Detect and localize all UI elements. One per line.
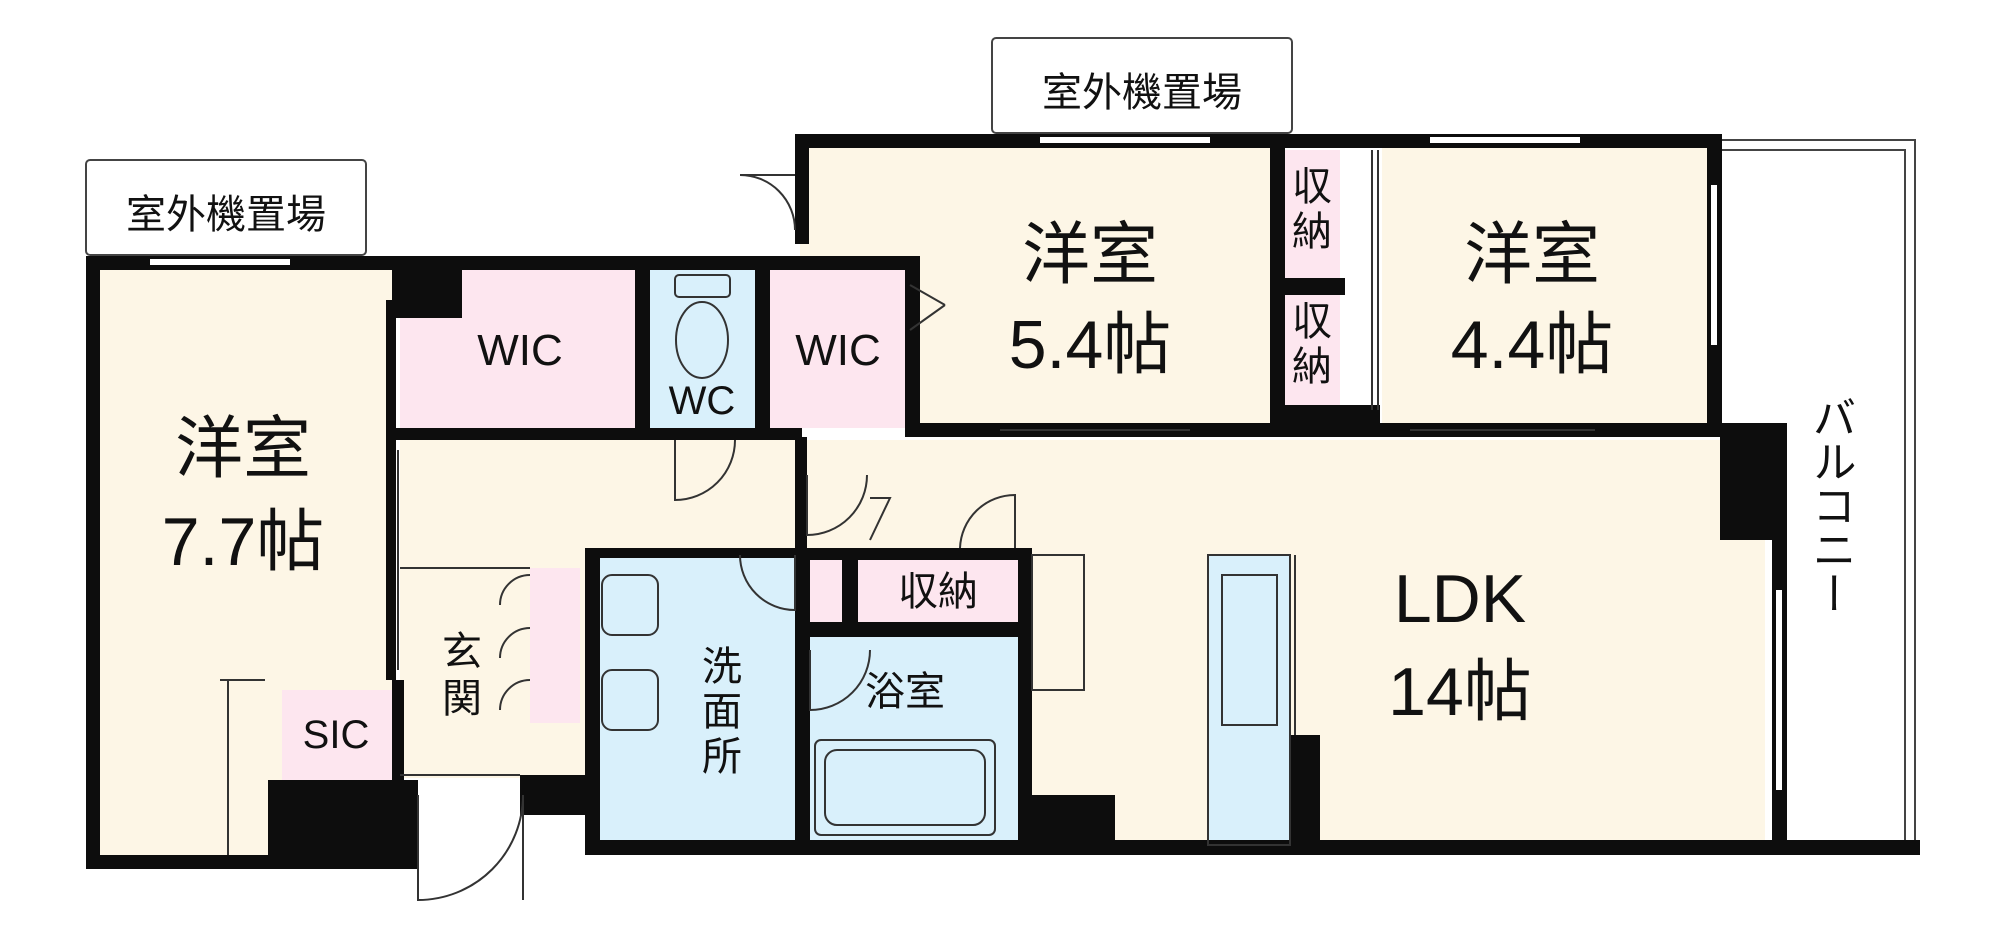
outdoor-unit-top-box	[991, 37, 1293, 134]
wall-west-left	[86, 256, 100, 868]
balcony-label: バルコニー	[1806, 395, 1855, 615]
room-center-name: 洋室	[1022, 217, 1158, 293]
wall-bath-right	[1018, 548, 1032, 848]
sic-label: SIC	[303, 713, 370, 757]
shoe-cabinet-fill	[530, 568, 580, 723]
entrance-label-1: 玄	[442, 630, 482, 674]
bathtub-outer	[814, 739, 996, 836]
door-swing-ldk	[869, 497, 892, 541]
wall-wic-wc	[635, 256, 650, 431]
wall-kitchen-block	[1290, 735, 1320, 855]
wic-right-line	[909, 284, 946, 306]
outdoor-unit-left-label: 室外機置場	[126, 193, 326, 237]
storage-hall-label: 収納	[898, 570, 978, 614]
wall-west-bottom	[86, 855, 282, 869]
wic-right-label: WIC	[795, 326, 881, 375]
wic-right-line-2	[909, 304, 946, 331]
wall-west-divider	[386, 300, 396, 680]
wic-left-label: WIC	[477, 326, 563, 375]
ldk-size: 14帖	[1388, 654, 1532, 730]
walls	[86, 134, 1920, 869]
doors	[150, 137, 1782, 902]
room-east-size: 4.4帖	[1451, 307, 1614, 383]
bathroom-label: 浴室	[865, 670, 945, 714]
storage-bottom-label-2: 納	[1292, 345, 1332, 389]
balcony-inner-line	[1720, 149, 1906, 845]
wall-storage-mid	[1285, 278, 1345, 295]
room-center-size: 5.4帖	[1009, 307, 1172, 383]
washroom-label-3: 所	[702, 735, 742, 779]
room-fills	[98, 148, 1765, 855]
wall-wash-bath	[795, 548, 810, 848]
bathtub-inner	[824, 749, 986, 826]
wall-entrance-left	[392, 680, 404, 790]
wall-west-bottom-2	[268, 840, 418, 869]
storage-top-label-1: 収	[1292, 165, 1332, 209]
room-east-fill	[1382, 148, 1707, 423]
wall-ldk-bottom	[1290, 840, 1920, 855]
door-swing-wash	[739, 554, 796, 612]
front-door-swing	[417, 794, 524, 902]
balcony-outline	[1720, 139, 1916, 845]
wall-center-top	[795, 134, 1720, 148]
wall-center-left	[795, 134, 809, 244]
wall-storage-hall-div	[842, 548, 858, 628]
wall-corridor-top	[392, 428, 802, 440]
wc-label: WC	[669, 379, 736, 423]
wic-right-fill	[770, 268, 905, 428]
room-west-size: 7.7帖	[162, 504, 325, 580]
door-swing-wc	[674, 439, 736, 502]
wall-wc-wic	[755, 256, 770, 431]
storage-hall-fill	[858, 560, 1018, 622]
labels: 室外機置場 室外機置場 洋室 7.7帖 洋室 5.4帖 洋室 4.4帖 LDK …	[126, 71, 1855, 779]
outdoor-areas	[85, 37, 1916, 845]
shoe-door-1	[499, 574, 531, 606]
outdoor-unit-top-label: 室外機置場	[1042, 71, 1242, 115]
room-east-name: 洋室	[1464, 217, 1600, 293]
outdoor-unit-left-box	[85, 159, 367, 256]
wall-ldk-left	[795, 437, 807, 557]
door-swing-storage	[959, 493, 1016, 549]
wall-wic-right	[905, 256, 920, 431]
room-west-name: 洋室	[175, 411, 311, 487]
wall-storage-left	[1270, 134, 1285, 434]
door-swing-center	[806, 474, 868, 537]
wall-storage-hall-top	[800, 548, 1030, 560]
storage-bottom-fill	[1285, 295, 1340, 405]
storage-hall-small-fill	[806, 560, 842, 622]
sink-outline	[1221, 574, 1278, 726]
shoe-door-2	[499, 627, 531, 659]
wall-bath-block	[1020, 795, 1115, 845]
storage-top-fill	[1285, 150, 1340, 278]
wall-wash-top	[585, 548, 800, 558]
ldk-name: LDK	[1394, 561, 1526, 637]
kitchen-counter-outline	[1207, 554, 1291, 846]
wall-mid-top	[392, 256, 917, 270]
storage-bottom-label-1: 収	[1292, 300, 1332, 344]
toilet-bowl	[675, 301, 729, 379]
sink-2	[601, 669, 659, 731]
hall-fill	[400, 440, 795, 548]
washroom-label-2: 面	[702, 690, 742, 734]
door-swing-center-outer	[739, 174, 796, 231]
wall-storage-bottom	[1270, 405, 1380, 435]
wall-entrance-bottom	[520, 775, 600, 815]
entrance-label-2: 関	[442, 677, 482, 721]
sink-1	[601, 574, 659, 636]
bathroom-fill	[810, 637, 1020, 840]
sic-fill	[282, 690, 392, 780]
shoe-door-3	[499, 679, 531, 711]
washroom-fill	[595, 555, 795, 840]
wc-fill	[650, 268, 755, 428]
wall-bath-bottom	[585, 840, 1295, 855]
fridge-outline	[1031, 554, 1085, 691]
wall-wash-left	[585, 548, 600, 848]
wall-bath-top	[800, 622, 1030, 637]
toilet-tank	[674, 274, 731, 298]
door-swing-bath	[809, 649, 871, 712]
washroom-label-1: 洗	[702, 645, 742, 689]
storage-top-label-2: 納	[1292, 210, 1332, 254]
